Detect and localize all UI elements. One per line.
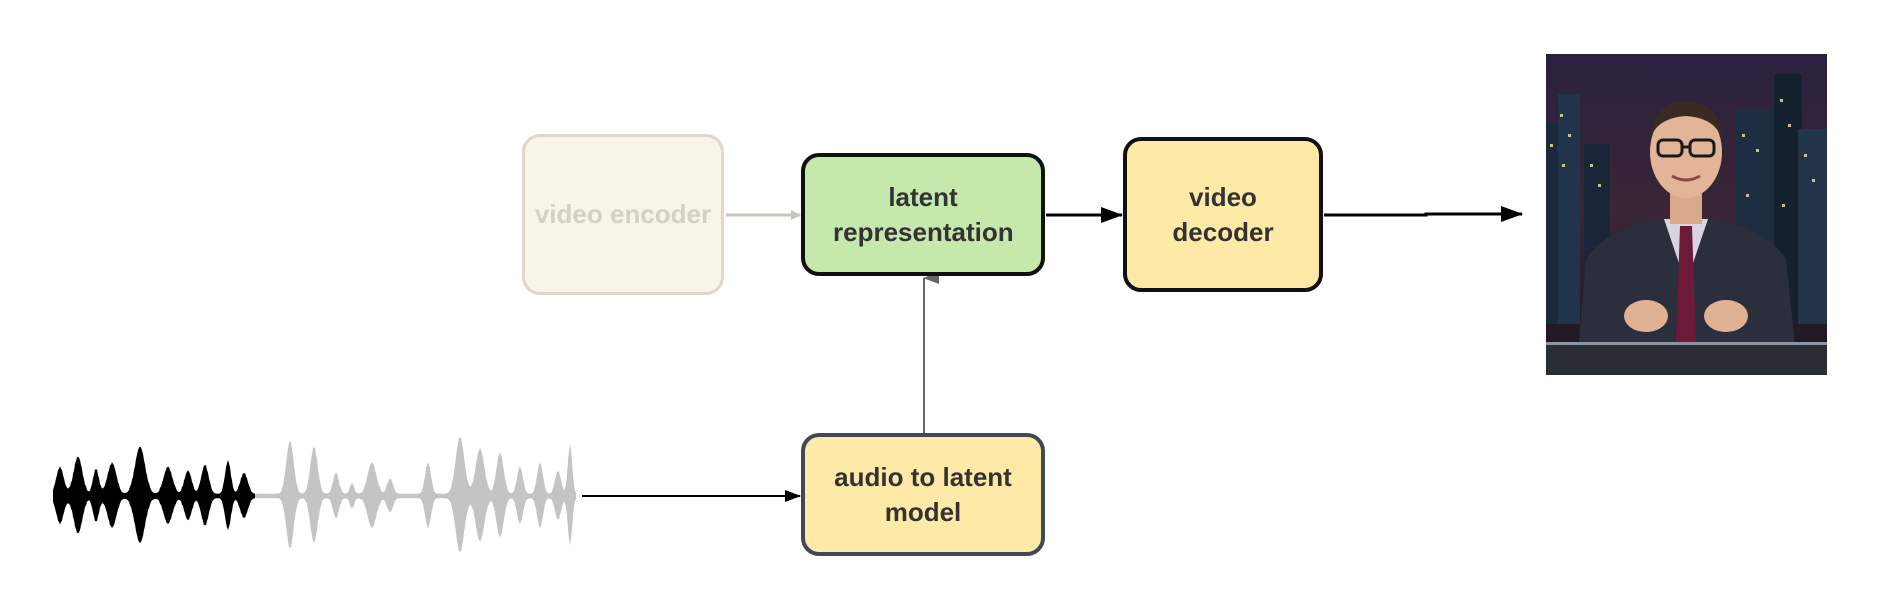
output-video-frame [1546, 54, 1827, 375]
audio-to-latent-model-label: audio to latent model [834, 461, 1012, 527]
video-encoder-node[interactable]: video encoder [522, 134, 724, 295]
video-encoder-label: video encoder [534, 199, 712, 229]
audio-to-latent-model-node[interactable]: audio to latent model [801, 433, 1045, 556]
video-decoder-label: video decoder [1172, 181, 1274, 247]
edge-video-decoder-to-output [1324, 206, 1523, 222]
latent-representation-label: latent representation [833, 181, 1014, 247]
waveform-faded-path [255, 437, 576, 552]
presenter [1576, 101, 1798, 375]
waveform-faded-segment [255, 437, 576, 552]
waveform-active-path [53, 446, 255, 543]
audio-waveform-icon [53, 437, 576, 552]
video-decoder-node[interactable]: video decoder [1123, 137, 1323, 292]
news-desk [1546, 342, 1827, 375]
latent-representation-node[interactable]: latent representation [801, 153, 1045, 276]
waveform-active-segment [53, 446, 255, 543]
